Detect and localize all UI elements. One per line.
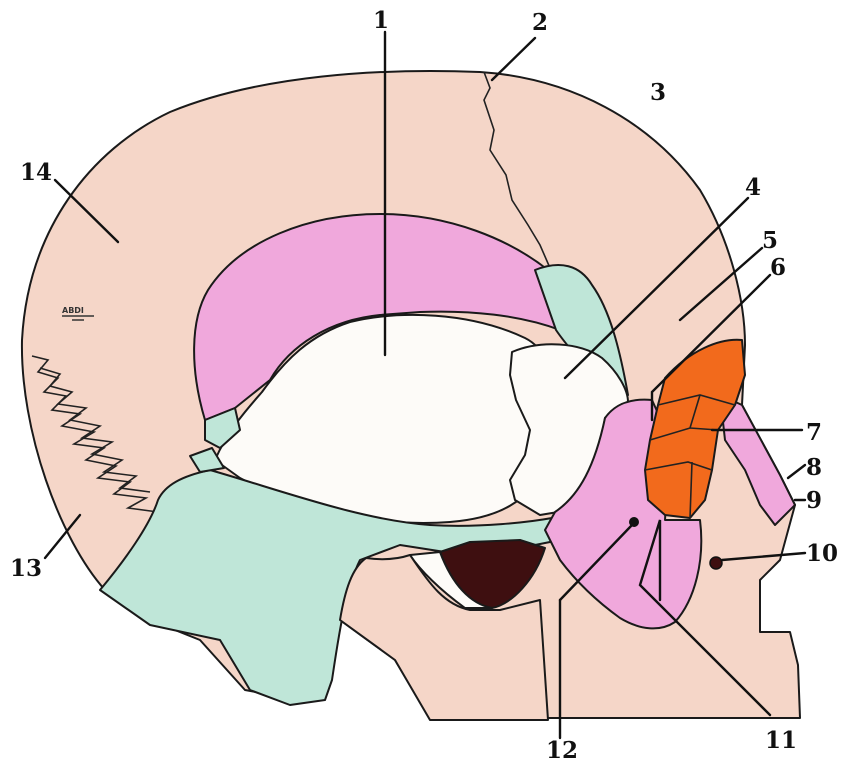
leader-2 (492, 38, 535, 80)
dot-10 (710, 557, 722, 569)
watermark-text: ABDI (62, 306, 84, 315)
label-9: 9 (806, 487, 822, 514)
label-11: 11 (765, 727, 797, 754)
label-6: 6 (770, 254, 786, 281)
leader-8 (788, 465, 805, 478)
label-3: 3 (650, 79, 666, 106)
label-12: 12 (546, 737, 578, 764)
label-2: 2 (532, 9, 548, 36)
label-13: 13 (10, 555, 42, 582)
label-10: 10 (806, 540, 838, 567)
label-8: 8 (806, 454, 822, 481)
label-1: 1 (373, 7, 389, 34)
label-5: 5 (762, 227, 778, 254)
label-4: 4 (745, 174, 761, 201)
label-7: 7 (806, 419, 822, 446)
label-14: 14 (20, 159, 52, 186)
